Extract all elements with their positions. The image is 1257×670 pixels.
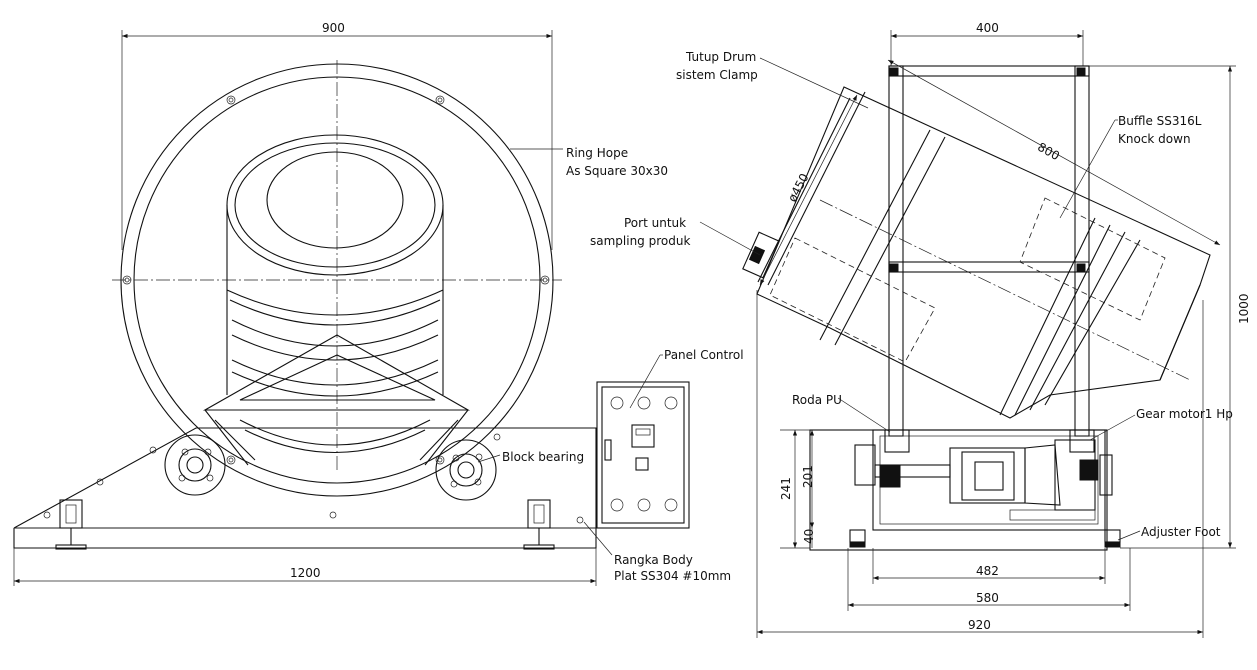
dim-diameter-450: ø450 (785, 171, 812, 204)
dim-400: 400 (976, 21, 999, 35)
dim-201: 201 (801, 465, 815, 488)
label-rangka-body: Rangka Body (614, 553, 693, 567)
dim-241: 241 (779, 477, 793, 500)
dim-800: 800 (1035, 140, 1062, 163)
label-block-bearing: Block bearing (502, 450, 584, 464)
side-view: 400 800 ø450 (590, 21, 1251, 638)
label-adjuster-foot: Adjuster Foot (1141, 525, 1221, 539)
dim-580: 580 (976, 591, 999, 605)
label-port-sampling: sampling produk (590, 234, 690, 248)
label-rangka-plat: Plat SS304 #10mm (614, 569, 731, 583)
dim-900: 900 (322, 21, 345, 35)
dim-40: 40 (802, 529, 816, 544)
label-tutup-drum: Tutup Drum (685, 50, 756, 64)
panel-control (596, 381, 690, 529)
dim-482: 482 (976, 564, 999, 578)
front-view: 900 (13, 21, 744, 586)
dim-920: 920 (968, 618, 991, 632)
label-buffle-knock: Knock down (1118, 132, 1191, 146)
label-gear-motor: Gear motor1 Hp (1136, 407, 1233, 421)
label-panel-control: Panel Control (664, 348, 744, 362)
label-port: Port untuk (624, 216, 686, 230)
label-roda-pu: Roda PU (792, 393, 842, 407)
label-buffle: Buffle SS316L (1118, 114, 1202, 128)
label-tutup-clamp: sistem Clamp (676, 68, 758, 82)
label-ring-hope-spec: As Square 30x30 (566, 164, 668, 178)
dim-1200: 1200 (290, 566, 321, 580)
label-ring-hope: Ring Hope (566, 146, 628, 160)
dim-1000: 1000 (1237, 293, 1251, 324)
